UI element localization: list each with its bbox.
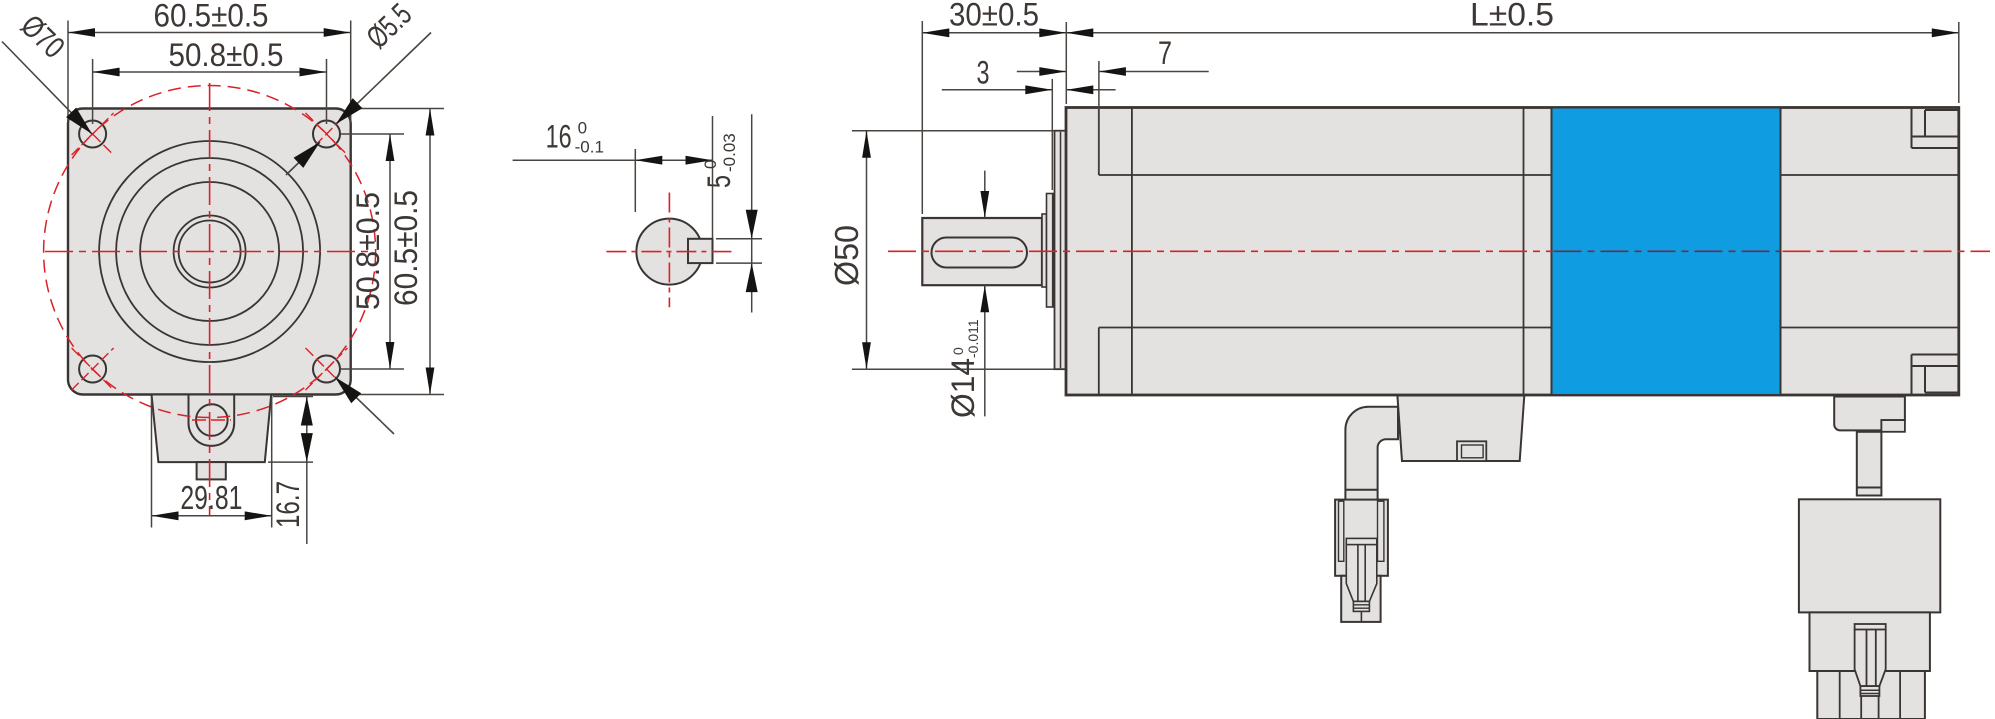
svg-text:0: 0 xyxy=(701,160,720,169)
svg-text:0: 0 xyxy=(950,347,966,355)
svg-text:Ø50: Ø50 xyxy=(828,225,865,286)
svg-text:7: 7 xyxy=(1158,35,1172,71)
svg-text:0: 0 xyxy=(578,118,587,137)
svg-text:3: 3 xyxy=(977,54,990,90)
svg-text:60.5±0.5: 60.5±0.5 xyxy=(388,190,424,306)
svg-text:50.8±0.5: 50.8±0.5 xyxy=(169,37,284,73)
svg-text:-0.011: -0.011 xyxy=(965,319,981,358)
svg-text:50.8±0.5: 50.8±0.5 xyxy=(350,192,386,310)
svg-text:5: 5 xyxy=(701,175,737,188)
svg-text:L±0.5: L±0.5 xyxy=(1470,0,1554,33)
svg-text:-0.03: -0.03 xyxy=(720,133,739,172)
svg-text:29.81: 29.81 xyxy=(180,479,242,516)
svg-text:-0.1: -0.1 xyxy=(575,137,604,156)
svg-text:16: 16 xyxy=(546,118,572,154)
svg-text:60.5±0.5: 60.5±0.5 xyxy=(154,0,269,34)
svg-text:Ø14: Ø14 xyxy=(945,358,981,418)
svg-text:16.7: 16.7 xyxy=(270,481,306,528)
svg-text:30±0.5: 30±0.5 xyxy=(949,0,1039,33)
